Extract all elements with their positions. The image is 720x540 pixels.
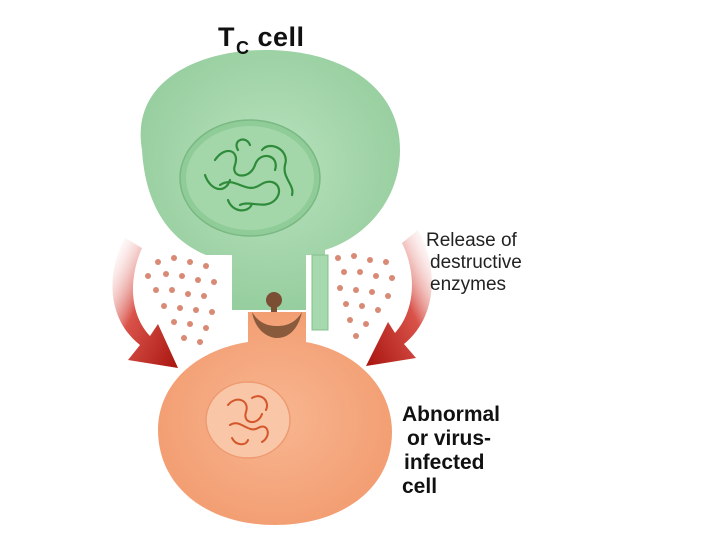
- title-subscript: C: [236, 38, 250, 58]
- target-cell-label: Abnormal or virus- infected cell: [402, 403, 500, 499]
- enzyme-dots-left: [145, 255, 217, 345]
- enzyme-dots-right: [335, 253, 395, 339]
- target-line-1: Abnormal: [402, 403, 501, 426]
- release-line-2: destructive: [430, 252, 522, 273]
- target-line-3: infected: [404, 451, 485, 474]
- curved-arrow-left-icon: [112, 238, 178, 368]
- target-chromatin-icon: [227, 395, 269, 446]
- title-main: T: [218, 22, 235, 52]
- receptor-contact: [266, 292, 282, 315]
- release-enzymes-label: Release of destructive enzymes: [426, 230, 522, 296]
- release-line-3: enzymes: [430, 274, 507, 295]
- tc-cell-title: TC cell: [218, 22, 305, 58]
- tc-cell: [140, 50, 401, 331]
- title-rest: cell: [257, 22, 305, 52]
- target-line-2: or virus-: [407, 427, 492, 450]
- release-line-1: Release of: [426, 230, 517, 251]
- target-cell: [158, 312, 392, 525]
- curved-arrow-right-icon: [366, 230, 432, 366]
- target-line-4: cell: [402, 475, 438, 498]
- tc-chromatin-icon: [203, 138, 294, 212]
